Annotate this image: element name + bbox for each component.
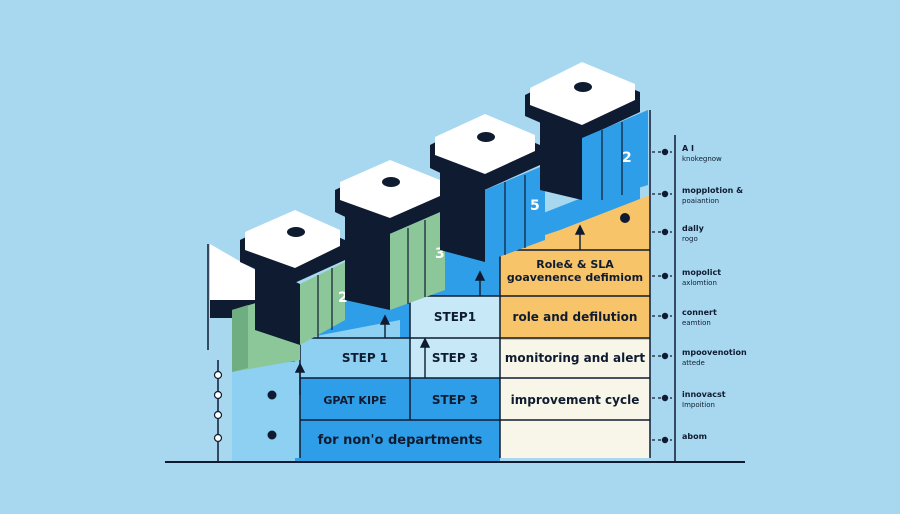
row2-middle: STEP1	[434, 310, 476, 324]
block-3: 5	[430, 114, 545, 262]
block-number: 3	[435, 246, 445, 262]
side-label-line2: attede	[682, 359, 705, 367]
row4-left: GPAT KIPE	[323, 394, 386, 407]
row2-right: role and defilution	[513, 310, 638, 324]
side-label-line1: mpoovenotion	[682, 348, 747, 357]
block-2: 3	[335, 160, 445, 310]
side-label-line2: Impoition	[682, 401, 715, 409]
steps-table	[232, 110, 651, 458]
side-node	[661, 228, 669, 236]
side-label-line1: dally	[682, 224, 705, 233]
side-node	[661, 394, 669, 402]
row4-right: improvement cycle	[511, 393, 640, 407]
side-label-line2: axlomtion	[682, 279, 717, 287]
timeline-node	[213, 433, 223, 443]
table-node	[620, 213, 630, 223]
block-4: 2	[525, 62, 648, 205]
row3-middle: STEP 3	[432, 351, 478, 365]
stair-blocks: 2 3 5	[210, 62, 648, 372]
side-label-line1: A I	[682, 144, 694, 153]
side-label-line2: poaiantion	[682, 197, 719, 205]
block-number: 2	[338, 290, 348, 306]
side-label-line1: connert	[682, 308, 717, 317]
block-number: 2	[622, 150, 632, 166]
side-node	[661, 190, 669, 198]
up-arrows	[294, 177, 586, 395]
side-label-line2: eamtion	[682, 319, 711, 327]
timeline-node	[213, 410, 223, 420]
side-label-line1: innovacst	[682, 390, 726, 399]
row5-left: for non'o departments	[318, 433, 483, 448]
block-number: 5	[530, 198, 540, 214]
table-text: Role& & SLA goavenence defimiom STEP1 ro…	[318, 258, 646, 448]
side-label-line1: mopplotion &	[682, 186, 743, 195]
row4-middle: STEP 3	[432, 393, 478, 407]
side-label-line2: rogo	[682, 235, 698, 243]
timeline-node	[213, 370, 223, 380]
row3-left: STEP 1	[342, 351, 388, 365]
side-node	[661, 148, 669, 156]
block-top-face	[210, 244, 255, 300]
block-1: 2	[232, 210, 348, 372]
side-label-line1: abom	[682, 432, 707, 441]
left-timeline	[207, 244, 223, 462]
side-node	[661, 436, 669, 444]
side-node	[661, 272, 669, 280]
timeline-node	[213, 390, 223, 400]
side-node	[661, 352, 669, 360]
table-node	[267, 390, 277, 400]
row1-right2: goavenence defimiom	[507, 271, 643, 284]
side-label-line1: mopolict	[682, 268, 721, 277]
side-label-line2: knokegnow	[682, 155, 722, 163]
row1-right: Role& & SLA	[536, 258, 614, 271]
right-timeline: A I knokegnow mopplotion & poaiantion dally r…	[652, 135, 747, 462]
table-node	[267, 430, 277, 440]
side-node	[661, 312, 669, 320]
row3-right: monitoring and alert	[505, 351, 645, 365]
